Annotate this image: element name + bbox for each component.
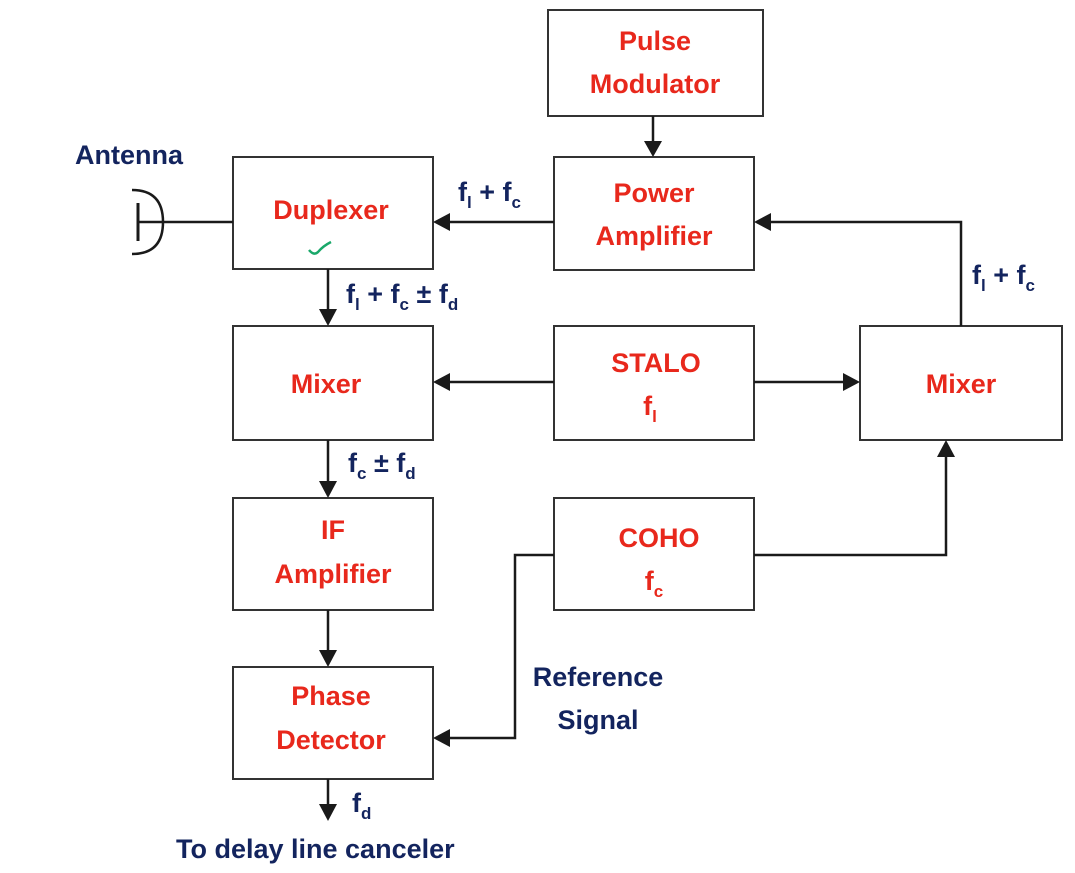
receiver-mixer-label: Mixer: [291, 369, 362, 399]
transmit-mixer-label: Mixer: [926, 369, 997, 399]
if-amplifier-line2: Amplifier: [274, 559, 392, 589]
reference-signal-line1: Reference: [533, 662, 664, 692]
if-amplifier-line1: IF: [321, 515, 345, 545]
duplexer-block: Duplexer: [232, 156, 434, 270]
arrow-coho-reference-to-phase-detector: [433, 553, 554, 747]
power-amplifier-line2: Amplifier: [595, 221, 713, 251]
arrow-power-amp-to-duplexer: [433, 213, 554, 231]
duplexer-label: Duplexer: [273, 195, 389, 225]
signal-power-amp-output: fl + fc: [458, 177, 521, 212]
stalo-block: STALO fl: [553, 325, 755, 441]
reference-signal-line2: Signal: [557, 705, 638, 735]
arrow-duplexer-to-mixer: [319, 269, 337, 326]
signal-doppler-output: fd: [352, 788, 371, 823]
if-amplifier-block: IF Amplifier: [232, 497, 434, 611]
antenna-label: Antenna: [75, 140, 184, 170]
stalo-freq: fl: [643, 391, 657, 426]
pulse-modulator-line2: Modulator: [590, 69, 721, 99]
stalo-line1: STALO: [611, 348, 701, 378]
coho-line1: COHO: [619, 523, 700, 553]
arrow-coho-to-transmit-mixer: [754, 440, 955, 557]
arrow-mixer-to-if-amp: [319, 440, 337, 498]
signal-duplexer-output: fl + fc ± fd: [346, 279, 458, 314]
pulse-modulator-block: Pulse Modulator: [547, 9, 764, 117]
output-destination-label: To delay line canceler: [176, 834, 455, 864]
arrow-phase-detector-output: [319, 779, 337, 821]
arrow-stalo-to-receiver-mixer: [433, 373, 554, 391]
coho-freq: fc: [645, 566, 663, 601]
arrow-stalo-to-transmit-mixer: [754, 373, 860, 391]
phase-detector-block: Phase Detector: [232, 666, 434, 780]
checkmark-icon: [308, 240, 332, 255]
signal-transmit-mixer-output: fl + fc: [972, 260, 1035, 295]
phase-detector-line2: Detector: [276, 725, 386, 755]
phase-detector-line1: Phase: [291, 681, 371, 711]
signal-mixer-output: fc ± fd: [348, 448, 416, 483]
arrow-modulator-to-power-amp: [644, 116, 662, 157]
antenna-icon: [131, 188, 233, 256]
arrow-if-amp-to-phase-detector: [319, 610, 337, 667]
transmit-mixer-block: Mixer: [859, 325, 1063, 441]
receiver-mixer-block: Mixer: [232, 325, 434, 441]
pulse-modulator-line1: Pulse: [619, 26, 691, 56]
coho-block: COHO fc: [553, 497, 755, 611]
arrow-transmit-mixer-to-power-amp: [754, 213, 963, 326]
power-amplifier-block: Power Amplifier: [553, 156, 755, 271]
power-amplifier-line1: Power: [613, 178, 695, 208]
